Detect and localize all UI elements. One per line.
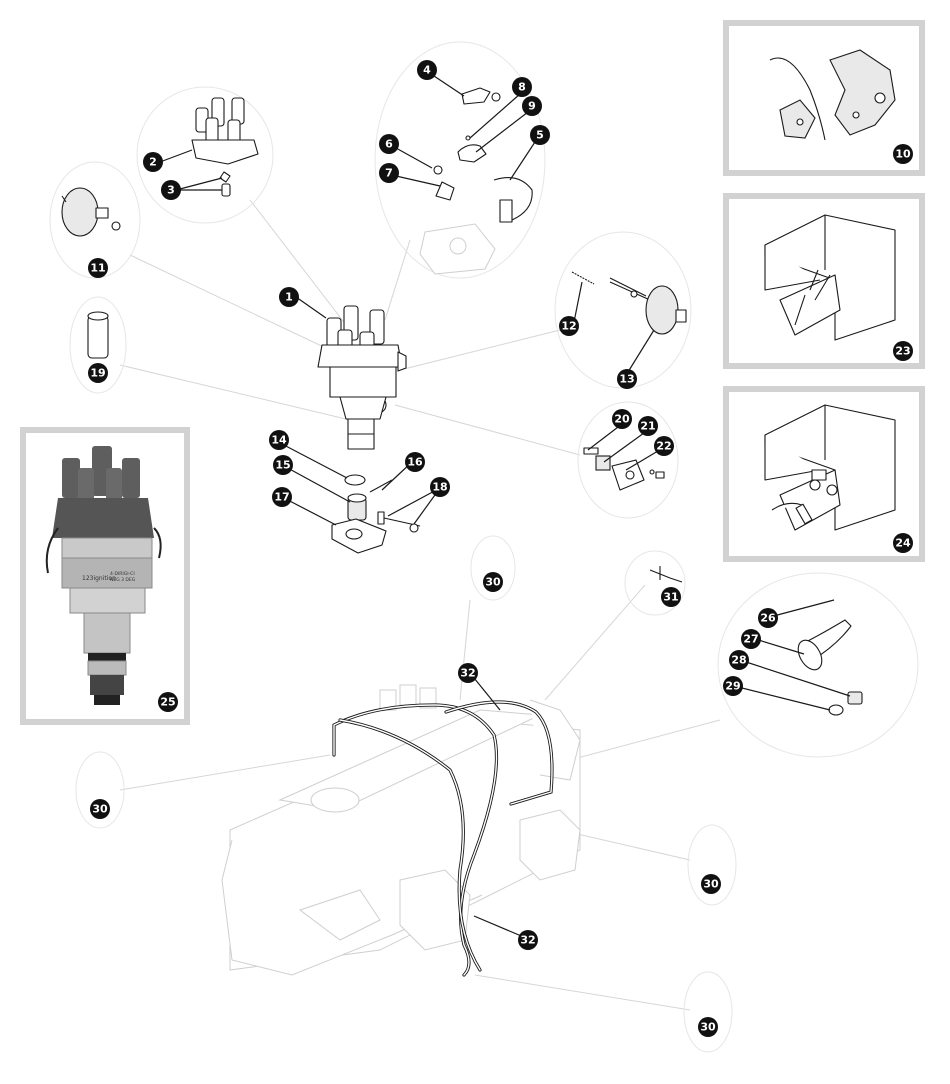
detail-bubbles xyxy=(49,41,919,1053)
svg-text:30: 30 xyxy=(92,803,108,816)
svg-text:4: 4 xyxy=(423,64,431,77)
panel-contact-set xyxy=(723,20,925,176)
callout-21: 21 xyxy=(638,416,658,436)
callout-8: 8 xyxy=(512,77,532,97)
svg-text:11: 11 xyxy=(90,262,105,275)
callout-2: 2 xyxy=(143,152,163,172)
leader-lines xyxy=(119,199,721,1011)
svg-text:2: 2 xyxy=(149,156,157,169)
svg-text:30: 30 xyxy=(703,878,719,891)
callout-20: 20 xyxy=(612,409,632,429)
callout-25: 25 xyxy=(158,692,178,712)
main-distributor xyxy=(317,305,407,450)
panel-electronic-distributor: 123ignition 4-DIRIGI-CI NEG 3 DEG xyxy=(20,427,190,725)
callout-14: 14 xyxy=(269,430,289,450)
hose-clip-detail xyxy=(797,593,896,716)
vacuum-hose-run xyxy=(332,700,554,977)
svg-text:6: 6 xyxy=(385,138,393,151)
svg-text:14: 14 xyxy=(271,434,287,447)
callout-12: 12 xyxy=(559,316,579,336)
svg-text:26: 26 xyxy=(760,612,776,625)
svg-text:32: 32 xyxy=(460,667,475,680)
callout-13: 13 xyxy=(617,369,637,389)
callout-23: 23 xyxy=(893,341,913,361)
callout-27: 27 xyxy=(741,629,761,649)
callout-3: 3 xyxy=(161,180,181,200)
distributor-internals-detail xyxy=(419,87,533,275)
callout-10: 10 xyxy=(893,144,913,164)
svg-text:16: 16 xyxy=(407,456,423,469)
small-hose-parts xyxy=(87,543,721,1010)
callout-19: 19 xyxy=(88,363,108,383)
vacuum-unit-detail-11 xyxy=(61,187,121,237)
base-hardware-detail xyxy=(331,474,421,554)
callout-7: 7 xyxy=(379,163,399,183)
product-label-line-1: 4-DIRIGI-CI xyxy=(110,571,135,577)
callout-30-b: 30 xyxy=(90,799,110,819)
callout-15: 15 xyxy=(273,455,293,475)
callout-4: 4 xyxy=(417,60,437,80)
distributor-cap-detail xyxy=(191,97,259,197)
svg-text:24: 24 xyxy=(895,537,911,550)
panel-fittings-pack xyxy=(723,386,925,562)
svg-text:23: 23 xyxy=(895,345,910,358)
svg-text:12: 12 xyxy=(561,320,576,333)
callout-16: 16 xyxy=(405,452,425,472)
callout-29: 29 xyxy=(723,676,743,696)
svg-text:18: 18 xyxy=(432,481,447,494)
svg-text:22: 22 xyxy=(656,440,671,453)
product-brand-text: 123ignition xyxy=(82,575,116,582)
svg-text:20: 20 xyxy=(614,413,630,426)
svg-text:5: 5 xyxy=(536,129,544,142)
callout-24: 24 xyxy=(893,533,913,553)
svg-text:8: 8 xyxy=(518,81,526,94)
svg-text:30: 30 xyxy=(485,576,501,589)
svg-text:10: 10 xyxy=(895,148,911,161)
callout-22: 22 xyxy=(654,436,674,456)
callout-30-d: 30 xyxy=(698,1017,718,1037)
callout-32-b: 32 xyxy=(518,930,538,950)
svg-text:19: 19 xyxy=(90,367,105,380)
svg-text:27: 27 xyxy=(743,633,758,646)
callout-17: 17 xyxy=(272,487,292,507)
svg-text:31: 31 xyxy=(663,591,678,604)
svg-text:21: 21 xyxy=(640,420,655,433)
svg-text:32: 32 xyxy=(520,934,535,947)
callout-31: 31 xyxy=(661,587,681,607)
svg-text:29: 29 xyxy=(725,680,740,693)
callout-11: 11 xyxy=(88,258,108,278)
svg-text:3: 3 xyxy=(167,184,175,197)
callout-26: 26 xyxy=(758,608,778,628)
svg-text:15: 15 xyxy=(275,459,290,472)
svg-text:17: 17 xyxy=(274,491,289,504)
callout-pointers xyxy=(159,75,851,939)
callout-6: 6 xyxy=(379,134,399,154)
callout-9: 9 xyxy=(522,96,542,116)
callout-5: 5 xyxy=(530,125,550,145)
svg-text:28: 28 xyxy=(731,654,746,667)
svg-text:25: 25 xyxy=(160,696,175,709)
panel-condenser-pack xyxy=(723,193,925,369)
callouts: 1 2 3 4 5 6 7 8 9 10 11 12 13 14 15 16 1… xyxy=(88,60,913,1037)
callout-30-a: 30 xyxy=(483,572,503,592)
callout-32-a: 32 xyxy=(458,663,478,683)
callout-28: 28 xyxy=(729,650,749,670)
svg-text:9: 9 xyxy=(528,100,536,113)
callout-30-c: 30 xyxy=(701,874,721,894)
vacuum-capsule-detail xyxy=(571,271,687,335)
engine-outline xyxy=(221,684,581,976)
callout-1: 1 xyxy=(279,287,299,307)
svg-text:7: 7 xyxy=(385,167,393,180)
callout-18: 18 xyxy=(430,477,450,497)
svg-text:30: 30 xyxy=(700,1021,716,1034)
product-label-line-2: NEG 3 DEG xyxy=(110,577,136,583)
bush-detail-19 xyxy=(87,311,109,359)
svg-text:13: 13 xyxy=(619,373,634,386)
svg-text:1: 1 xyxy=(285,291,293,304)
